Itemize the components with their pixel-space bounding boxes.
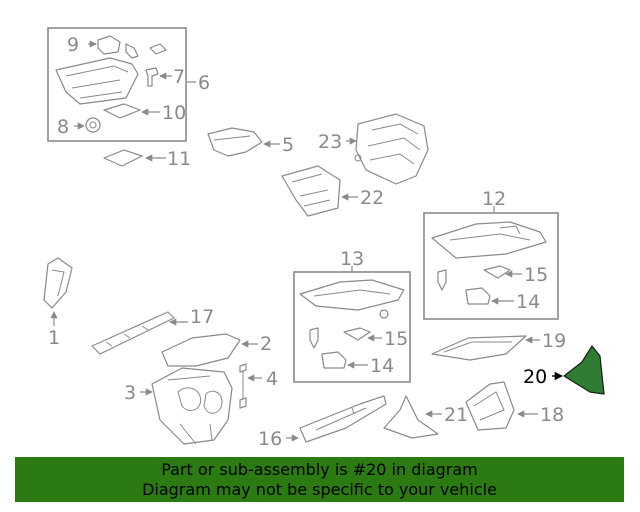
callout-4: 4: [266, 368, 278, 390]
part-17-strip: [91, 311, 175, 355]
callout-15-lower: 15: [384, 328, 408, 350]
callout-7: 7: [173, 66, 185, 88]
callout-12: 12: [482, 188, 506, 210]
part-13-plate: [299, 279, 405, 311]
part-4-rod: [239, 363, 247, 409]
part-12-plate: [431, 221, 547, 259]
part-11-pad: [103, 149, 143, 167]
callout-10: 10: [162, 102, 186, 124]
part-23-bracket: [354, 113, 429, 185]
part-21-trim: [383, 395, 439, 439]
part-3-console: [151, 367, 233, 445]
callout-9: 9: [67, 34, 79, 56]
callout-5: 5: [282, 134, 294, 156]
callout-21: 21: [444, 404, 468, 426]
part-10-pad: [103, 103, 141, 119]
part-14-clip-lower: [321, 351, 347, 369]
part-18-pocket: [465, 381, 515, 431]
part-19-tray: [431, 335, 527, 361]
group-box-6: [47, 27, 187, 142]
part-5-lid: [207, 127, 263, 157]
part-22-bracket: [281, 165, 341, 217]
part-15-block-lower: [343, 327, 371, 341]
callout-16: 16: [258, 428, 282, 450]
callout-18: 18: [540, 404, 564, 426]
callout-19: 19: [542, 330, 566, 352]
part-1-trim: [43, 257, 73, 309]
part-screw-13: [309, 327, 319, 349]
info-banner: Part or sub-assembly is #20 in diagram D…: [15, 457, 624, 502]
part-14-clip-upper: [465, 287, 491, 305]
callout-6: 6: [198, 72, 210, 94]
callout-20: 20: [523, 366, 547, 388]
part-15-block-upper: [483, 265, 511, 279]
part-16-panel: [299, 395, 387, 443]
part-nut-13: [379, 309, 389, 319]
part-9-bracket: [97, 35, 139, 59]
callout-13: 13: [340, 248, 364, 270]
part-screw-top: [149, 43, 167, 55]
part-screw-12: [437, 269, 447, 291]
callout-17: 17: [190, 306, 214, 328]
banner-line-1: Part or sub-assembly is #20 in diagram: [161, 459, 478, 479]
part-2-pad: [161, 333, 241, 367]
part-7-bolt: [145, 67, 159, 87]
part-20-trim-highlighted[interactable]: [563, 345, 605, 395]
callout-2: 2: [260, 333, 272, 355]
part-storage-tray: [55, 57, 139, 105]
banner-line-2: Diagram may not be specific to your vehi…: [142, 479, 497, 499]
callout-22: 22: [360, 187, 384, 209]
group-box-12: [423, 212, 559, 320]
callout-15-upper: 15: [524, 264, 548, 286]
part-8-clip: [85, 117, 101, 133]
callout-1: 1: [48, 327, 60, 349]
callout-14-lower: 14: [370, 355, 394, 377]
callout-11: 11: [167, 148, 191, 170]
callout-23: 23: [318, 131, 342, 153]
parts-diagram: 9 7 10 8 6 11 5 23 22 12 15 14 13: [43, 27, 605, 450]
callout-8: 8: [57, 116, 69, 138]
callout-3: 3: [124, 382, 136, 404]
callout-14-upper: 14: [516, 291, 540, 313]
